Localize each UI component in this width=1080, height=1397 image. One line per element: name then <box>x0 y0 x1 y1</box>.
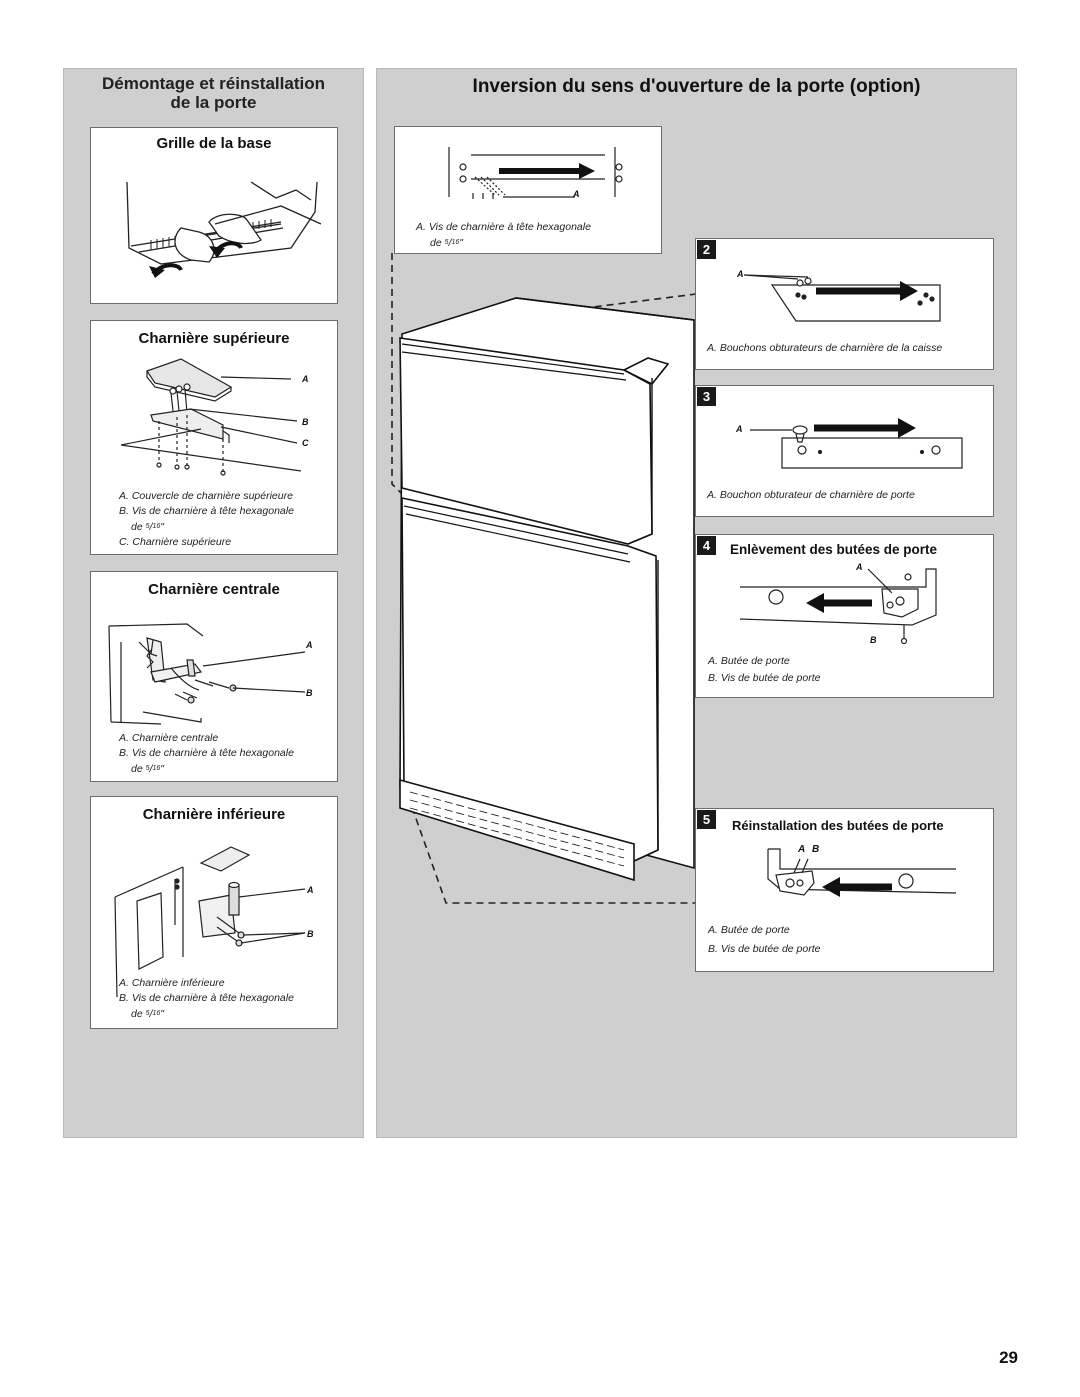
cen-caption-b-size: de 5/16" <box>131 763 164 775</box>
step-1-illustration <box>448 147 623 199</box>
step-1-label-a: A <box>573 189 580 199</box>
cen-label-a: A <box>306 640 313 650</box>
charniere-superieure-box: Charnière supérieure A B C A. Couvercle … <box>90 320 338 555</box>
step-1-box: A A. Vis de charnière à tête hexagonale … <box>394 126 662 254</box>
step-4-box: 4 Enlèvement des butées de porte A B A. … <box>695 534 994 698</box>
grille-title: Grille de la base <box>156 135 272 152</box>
page-number: 29 <box>999 1348 1018 1367</box>
step-5-number: 5 <box>697 810 716 829</box>
step-3-illustration <box>750 418 963 469</box>
step-4-number: 4 <box>697 536 716 555</box>
step-5-title: Réinstallation des butées de porte <box>732 818 944 833</box>
step-4-captions: A. Butée de porte B. Vis de butée de por… <box>708 654 820 686</box>
right-panel-title: Inversion du sens d'ouverture de la port… <box>472 76 921 97</box>
charniere-superieure-illustration <box>120 358 302 476</box>
inf-label-a: A <box>307 885 314 895</box>
step-2-caption: A. Bouchons obturateurs de charnière de … <box>707 342 943 354</box>
step-5-label-a: A <box>798 844 806 855</box>
step-4-illustration <box>739 568 937 645</box>
inf-caption-a: A. Charnière inférieure <box>119 977 225 989</box>
step-4-label-a: A <box>856 562 863 572</box>
step-1-caption-size: de 5/16" <box>430 237 463 249</box>
step-5-caption-a: A. Butée de porte <box>708 924 790 936</box>
step-2-label-a: A <box>737 269 744 279</box>
charniere-centrale-title: Charnière centrale <box>148 581 280 598</box>
step-2-illustration <box>743 274 941 322</box>
sup-label-a: A <box>302 374 309 384</box>
grille-illustration <box>126 181 322 278</box>
charniere-inferieure-title: Charnière inférieure <box>142 806 286 823</box>
step-5-box: 5 Réinstallation des butées de porte A B… <box>695 808 994 972</box>
left-title-line2: de la porte <box>170 93 257 112</box>
step-3-box: 3 A A. Bouchon obturateur de charnière d… <box>695 385 994 517</box>
charniere-inferieure-box: Charnière inférieure A B A. Charnière in… <box>90 796 338 1029</box>
sup-captions: A. Couvercle de charnière supérieure B. … <box>119 489 294 550</box>
left-panel-title: Démontage et réinstallation de la porte <box>63 74 364 112</box>
step-1-caption: A. Vis de charnière à tête hexagonale <box>416 221 591 233</box>
step-3-number: 3 <box>697 387 716 406</box>
charniere-inferieure-illustration <box>114 846 306 998</box>
step-5-label-b: B <box>812 844 820 855</box>
cen-caption-b: B. Vis de charnière à tête hexagonale <box>119 747 294 759</box>
sup-caption-b-size: de 5/16" <box>131 521 164 533</box>
step-4-title: Enlèvement des butées de porte <box>730 542 938 557</box>
sup-caption-a: A. Couvercle de charnière supérieure <box>119 490 293 502</box>
step-1-captions: A. Vis de charnière à tête hexagonale de… <box>416 220 591 251</box>
sup-label-c: C <box>302 438 309 448</box>
step-3-label-a: A <box>736 424 743 434</box>
step-4-label-b: B <box>870 635 877 645</box>
step-5-caption-b: B. Vis de butée de porte <box>708 943 821 955</box>
step-4-caption-b: B. Vis de butée de porte <box>708 672 821 684</box>
charniere-centrale-box: Charnière centrale A B A. Charnière cent… <box>90 571 338 782</box>
step-2-number: 2 <box>697 240 716 259</box>
grille-box: Grille de la base <box>90 127 338 304</box>
sup-caption-b: B. Vis de charnière à tête hexagonale <box>119 505 294 517</box>
inf-caption-b: B. Vis de charnière à tête hexagonale <box>119 992 294 1004</box>
charniere-centrale-illustration <box>108 623 306 725</box>
step-2-box: 2 A A. Bouchons obturateurs de charnière… <box>695 238 994 370</box>
step-4-caption-a: A. Butée de porte <box>708 655 790 667</box>
left-title-line1: Démontage et réinstallation <box>102 74 325 93</box>
sup-label-b: B <box>302 417 309 427</box>
step-3-caption: A. Bouchon obturateur de charnière de po… <box>707 489 915 501</box>
cen-caption-a: A. Charnière centrale <box>119 732 219 744</box>
cen-captions: A. Charnière centrale B. Vis de charnièr… <box>119 731 294 777</box>
step-5-illustration <box>767 848 957 897</box>
cen-label-b: B <box>306 688 313 698</box>
inf-captions: A. Charnière inférieure B. Vis de charni… <box>119 976 294 1022</box>
step-5-captions: A. Butée de porte B. Vis de butée de por… <box>708 923 820 957</box>
inf-label-b: B <box>307 929 314 939</box>
sup-caption-c: C. Charnière supérieure <box>119 536 232 548</box>
inf-caption-b-size: de 5/16" <box>131 1008 164 1020</box>
refrigerator-illustration <box>391 253 697 904</box>
charniere-superieure-title: Charnière supérieure <box>138 330 290 347</box>
